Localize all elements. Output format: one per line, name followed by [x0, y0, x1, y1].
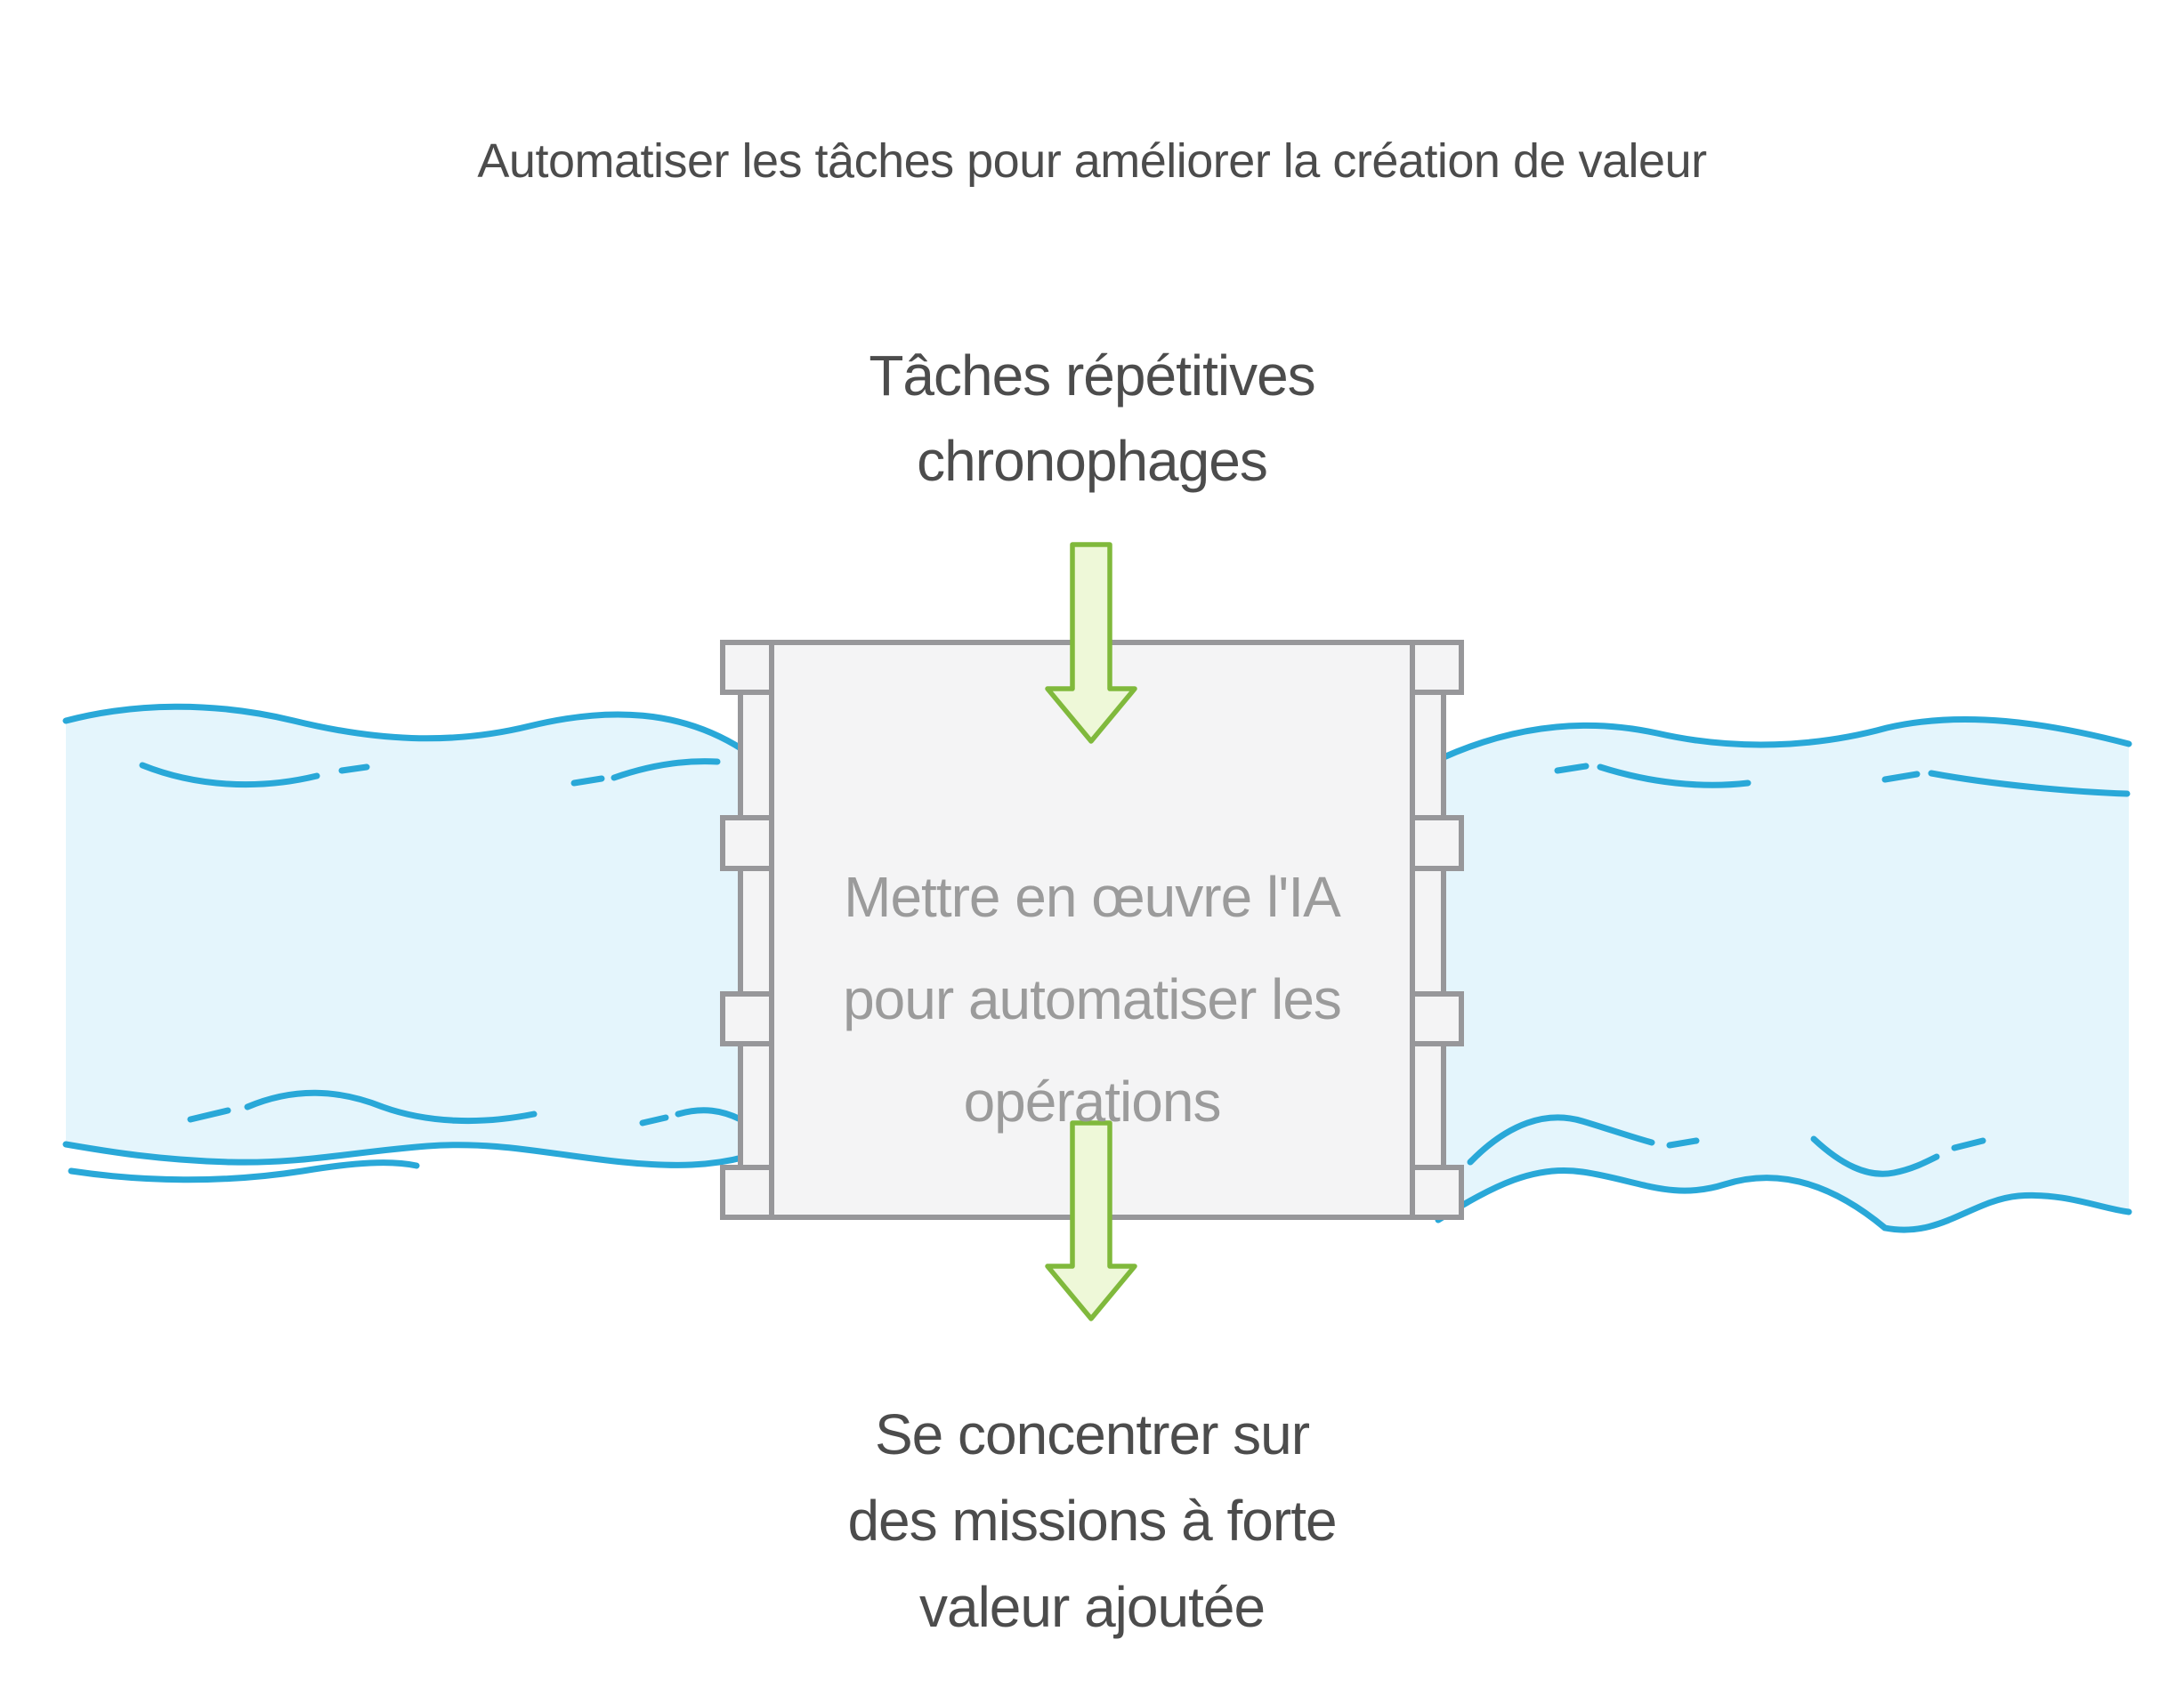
water-left-surface-line [62, 703, 746, 753]
output-label-line-1: Se concentrer sur [874, 1402, 1310, 1466]
water-left-bottom-line [62, 1141, 749, 1168]
block-left-rail [738, 640, 774, 1220]
output-label: Se concentrer sur des missions à forte v… [0, 1392, 2184, 1651]
water-left-ripples [139, 758, 744, 1127]
water-right-surface-line [1438, 715, 2132, 762]
water-right-body [1436, 719, 2129, 1231]
water-left-body [66, 707, 748, 1166]
water-right [1435, 715, 2132, 1233]
water-left [62, 703, 749, 1183]
down-arrow-icon-top [1045, 542, 1137, 744]
water-right-ripples [1467, 763, 2131, 1177]
input-label-line-2: chronophages [917, 429, 1268, 493]
block-caption-line-1: Mettre en œuvre l'IA [844, 865, 1341, 929]
water-right-bottom-line [1435, 1167, 2132, 1233]
block-caption-line-3: opérations [963, 1070, 1222, 1134]
block-caption-line-2: pour automatiser les [843, 967, 1342, 1031]
output-label-line-3: valeur ajoutée [918, 1575, 1266, 1639]
diagram-title: Automatiser les tâches pour améliorer la… [477, 134, 1707, 188]
input-label: Tâches répétitives chronophages [0, 333, 2184, 504]
water-left-bottom-extra-wave [68, 1159, 420, 1183]
block-right-teeth [1410, 640, 1464, 1220]
down-arrow-icon-bottom [1045, 1120, 1137, 1321]
block-caption: Mettre en œuvre l'IA pour automatiser le… [772, 846, 1412, 1153]
block-right-rail [1410, 640, 1446, 1220]
input-label-line-1: Tâches répétitives [869, 343, 1315, 408]
output-label-line-2: des missions à forte [847, 1489, 1337, 1553]
